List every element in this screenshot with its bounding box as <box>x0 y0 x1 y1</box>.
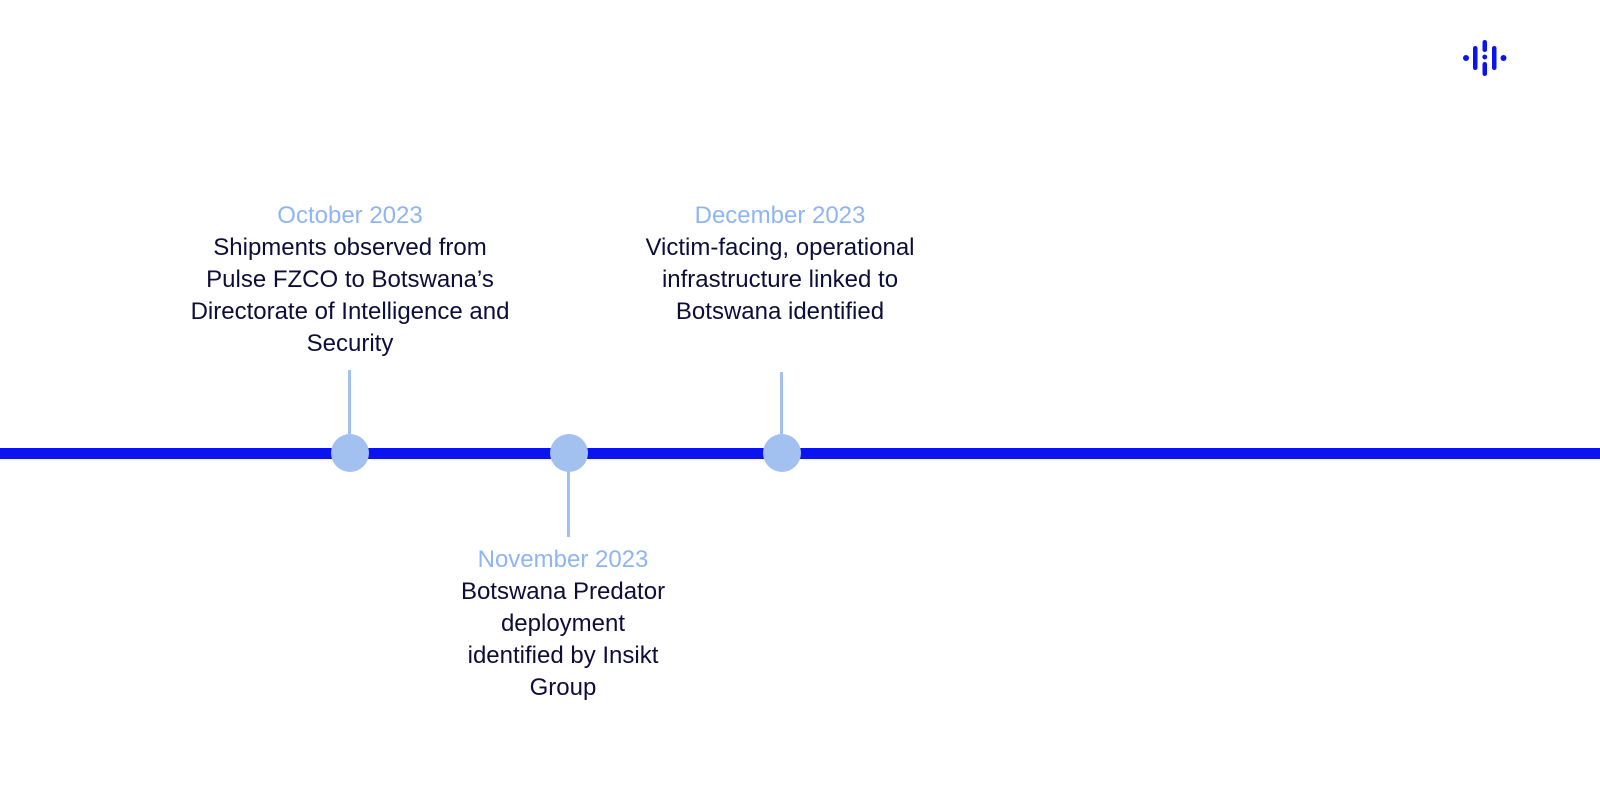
event-description: Botswana Predator deployment identified … <box>460 578 666 701</box>
marker-october <box>331 434 369 472</box>
connector-december <box>780 372 783 440</box>
event-description: Shipments observed from Pulse FZCO to Bo… <box>190 234 510 357</box>
connector-november <box>567 455 570 537</box>
event-date: December 2023 <box>694 202 866 229</box>
event-description: Victim-facing, operational infrastructur… <box>645 234 915 325</box>
connector-october <box>348 370 351 440</box>
event-november: November 2023 Botswana Predator deployme… <box>393 544 733 704</box>
event-date: October 2023 <box>277 202 423 229</box>
event-october: October 2023 Shipments observed from Pul… <box>180 200 520 360</box>
event-date: November 2023 <box>477 546 649 573</box>
marker-november <box>550 434 588 472</box>
marker-december <box>763 434 801 472</box>
event-december: December 2023 Victim-facing, operational… <box>610 200 950 328</box>
logo-icon <box>1463 40 1507 76</box>
